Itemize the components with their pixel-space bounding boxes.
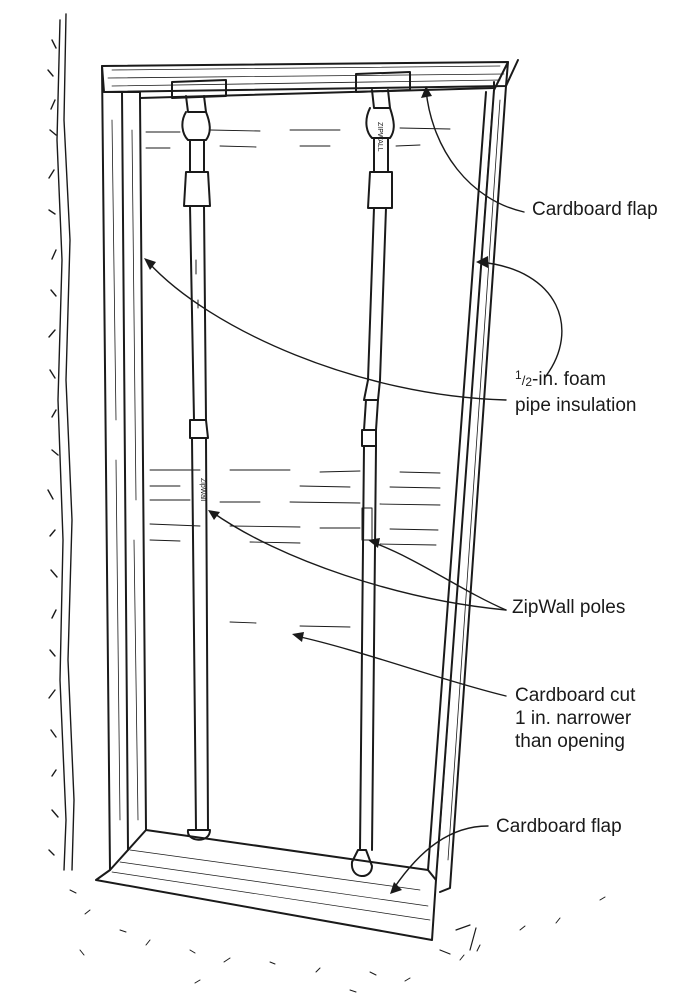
fraction-numerator: 1 (515, 368, 522, 382)
label-cut-line2: 1 in. narrower (515, 708, 632, 729)
label-cardboard-flap-top-text: Cardboard flap (532, 199, 658, 220)
label-cardboard-flap-bottom: Cardboard flap (496, 815, 622, 838)
label-zipwall-poles-text: ZipWall poles (512, 597, 626, 618)
label-foam-line1: 1/2-in. foam (515, 364, 636, 394)
wall-edge (47, 13, 75, 871)
leader-flap-bottom (393, 825, 489, 889)
leader-lines (147, 89, 563, 889)
label-cardboard-flap-top: Cardboard flap (532, 198, 658, 221)
label-cardboard-flap-bottom-text: Cardboard flap (496, 816, 622, 837)
leader-foam-left (147, 261, 507, 401)
right-jamb (427, 59, 519, 893)
leader-zip-right (371, 541, 507, 611)
floor-texture (69, 889, 606, 993)
label-cardboard-cut: Cardboard cut 1 in. narrower than openin… (515, 684, 635, 753)
threshold (95, 829, 437, 941)
cardboard-sheet-lines (145, 127, 451, 628)
label-foam-line1-text: -in. foam (532, 369, 606, 390)
left-zipwall-pole (171, 79, 227, 841)
label-zipwall-poles: ZipWall poles (512, 596, 625, 619)
label-foam-line2: pipe insulation (515, 395, 637, 416)
left-pole-brand: ZipWall (199, 478, 206, 502)
right-zipwall-pole (350, 71, 411, 877)
right-pole-brand: ZIPWALL (376, 122, 383, 152)
leader-flap-top (425, 89, 525, 213)
left-jamb (101, 65, 147, 871)
label-cut-line3: than opening (515, 731, 625, 752)
door-header (101, 61, 509, 99)
leader-foam-right (479, 261, 563, 377)
half-fraction: 1/2 (515, 368, 532, 389)
fraction-denominator: 2 (525, 375, 532, 389)
arrow-heads (144, 86, 488, 894)
leader-zip-left (211, 511, 507, 611)
label-cut-line1: Cardboard cut (515, 685, 636, 706)
leader-cut (295, 635, 507, 697)
label-foam-pipe-insulation: 1/2-in. foam pipe insulation (515, 364, 636, 417)
